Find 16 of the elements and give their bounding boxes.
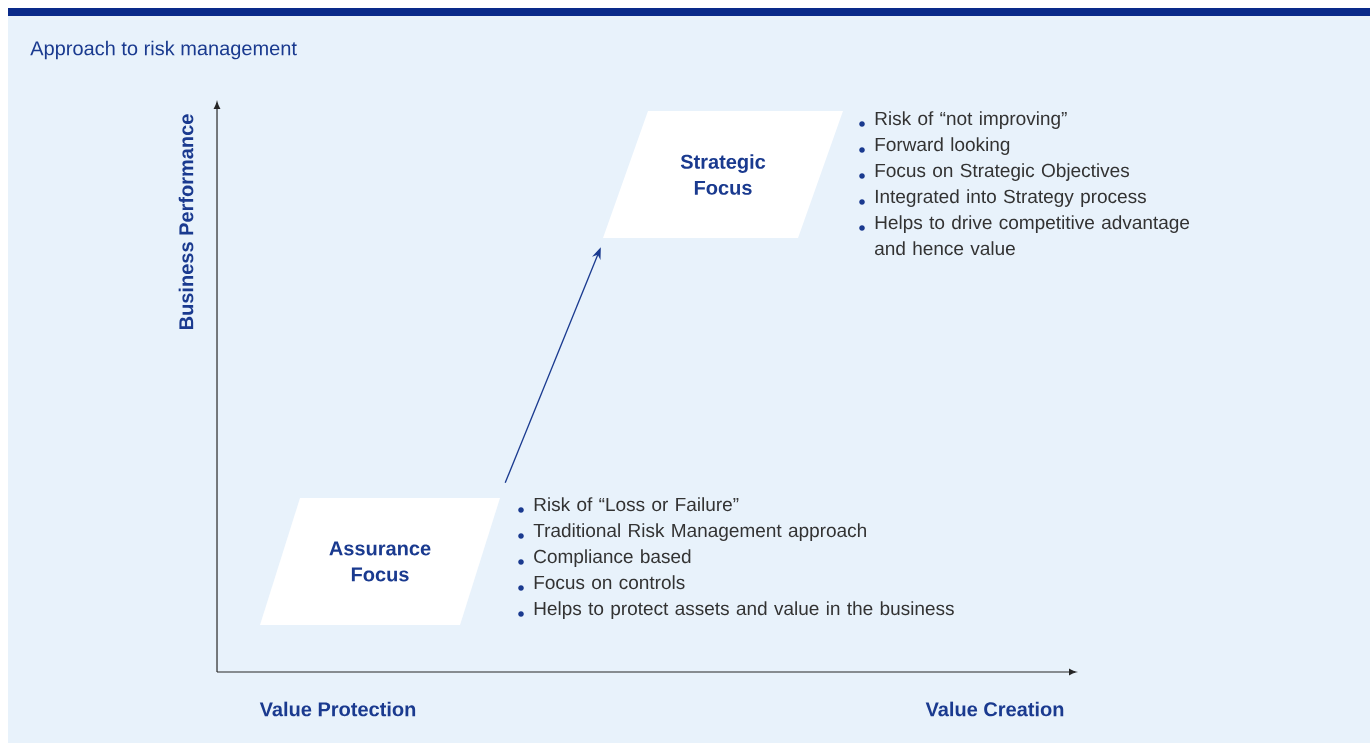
axis-label: Business Performance bbox=[178, 114, 194, 330]
parallelogram: Strategic Focus bbox=[603, 111, 843, 238]
bullet-item: Focus on Strategic Objectives bbox=[859, 163, 1130, 181]
bullet-item: Risk of “Loss or Failure” bbox=[518, 497, 739, 513]
parallelogram: Assurance Focus bbox=[260, 498, 500, 625]
bullet-item: Helps to drive competitive advantage and hence value bbox=[859, 215, 1190, 256]
title: Approach to risk management bbox=[30, 40, 297, 60]
bullet-item: Compliance based bbox=[518, 549, 691, 567]
bullet-item: Forward looking bbox=[859, 137, 1010, 155]
axis-label: Value Creation bbox=[925, 701, 1064, 717]
axis-label: Value Protection bbox=[259, 701, 416, 717]
bullet-item: Risk of “not improving” bbox=[859, 111, 1067, 129]
bullet-item: Traditional Risk Management approach bbox=[518, 523, 866, 541]
bullet-item: Helps to protect assets and value in the business bbox=[518, 601, 954, 619]
bullet-item: Integrated into Strategy process bbox=[859, 189, 1146, 207]
bullet-item: Focus on controls bbox=[518, 575, 685, 591]
